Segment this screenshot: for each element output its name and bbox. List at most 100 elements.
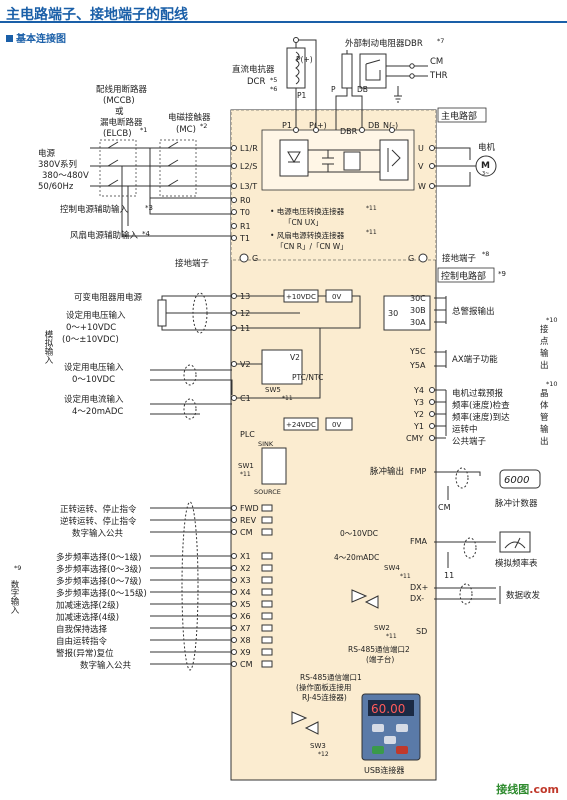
t0-terminal <box>231 209 237 215</box>
analog-shield-1 <box>192 292 208 334</box>
multi-label-1: 多步频率选择(0～1级) <box>56 552 141 563</box>
transistor-out-1: 晶 <box>540 389 549 399</box>
alarm-out-label: 总警报输出 <box>452 306 495 317</box>
r0-terminal <box>231 197 237 203</box>
ground-right-icon <box>418 253 428 263</box>
main-circuit-label: 主电路部 <box>441 110 477 122</box>
pot-power-label: 可变电阻器用电源 <box>74 292 143 303</box>
dbr-ground-icon <box>394 95 402 103</box>
term-x1-b-optocoupler <box>261 552 273 560</box>
term-y5c: Y5C <box>409 347 426 356</box>
sw4-label: SW4 <box>384 564 400 572</box>
digital-shield <box>181 501 199 671</box>
v10-label: +10VDC <box>286 293 316 301</box>
dbr-thermal <box>359 53 387 89</box>
term-x8-b: X8 <box>240 636 251 645</box>
rs485-1-sub2: RJ-45连接器) <box>302 692 347 702</box>
term-30c: 30C <box>410 294 426 303</box>
breaker-label-4: 漏电断路器 <box>100 117 143 128</box>
power-label-1: 电源 <box>38 148 56 159</box>
term-x7-b-optocoupler <box>261 624 273 632</box>
term-r0: R0 <box>240 196 251 205</box>
y5-lines <box>434 350 447 368</box>
y-desc-3: 频率(速度)到达 <box>452 412 510 423</box>
n-terminal <box>389 127 395 133</box>
multi-label-6: 加减速选择(4级) <box>56 612 119 623</box>
cm-label-a: 数字输入公共 <box>72 528 124 539</box>
dbr-cm-terminal <box>409 63 415 69</box>
term-cmy: CMY <box>406 434 423 443</box>
term-fwd-a-optocoupler <box>261 504 273 512</box>
l3-terminal <box>231 183 237 189</box>
switch-conn-note-2: *11 <box>366 229 377 236</box>
pplus-terminal <box>313 127 319 133</box>
dcr-wiring <box>295 39 317 130</box>
term-x8-b-terminal <box>231 637 237 643</box>
term-cm-b: CM <box>240 660 253 669</box>
v-terminal <box>429 163 435 169</box>
relay-30-box <box>383 295 431 331</box>
term-rev-a: REV <box>240 516 257 525</box>
transistor-out-3: 管 <box>540 412 549 423</box>
term-x7-b-terminal <box>231 625 237 631</box>
analog-shield-2 <box>183 364 197 386</box>
keypad-button-3 <box>384 736 396 744</box>
v-input1-b: 0～+10VDC <box>66 323 116 333</box>
term-y2-terminal <box>429 411 435 417</box>
analog-meter-needle <box>504 537 526 549</box>
rs485-2-sub: (端子台) <box>366 654 394 664</box>
contactor-note: *2 <box>200 122 207 130</box>
fan-aux-note: *4 <box>142 230 151 238</box>
input-lines <box>90 141 232 237</box>
y-desc-2: 频率(速度)检查 <box>452 400 510 411</box>
sw5-v2: V2 <box>290 353 300 362</box>
usb-label: USB连接器 <box>364 765 404 775</box>
v2-terminal <box>231 361 237 367</box>
term-x7-b: X7 <box>240 624 251 633</box>
v24-box <box>283 417 319 431</box>
term-y5a: Y5A <box>409 361 426 370</box>
contact-note: *10 <box>546 316 558 324</box>
multi-label-2: 多步频率选择(0～3级) <box>56 564 141 575</box>
dbr-wiring <box>335 50 410 130</box>
igbt-icon <box>387 148 401 172</box>
dx-lines <box>434 587 496 600</box>
contactor-label-2: (MC) <box>176 125 196 135</box>
square-bullet-icon <box>6 35 13 42</box>
ctrl-aux-label: 控制电源辅助输入 <box>60 204 129 215</box>
sw5-box <box>261 349 303 385</box>
dcr-p1: P1 <box>297 91 307 100</box>
term-t1: T1 <box>239 234 250 243</box>
dcr-pplus: P(+) <box>296 55 313 64</box>
term-x3-b-terminal <box>231 577 237 583</box>
control-circuit-note: *9 <box>498 270 506 278</box>
sw5-ptc: PTC/NTC <box>292 373 323 382</box>
term-fwd-a: FWD <box>240 504 259 513</box>
fma-lines <box>434 541 496 568</box>
term-y2: Y2 <box>413 410 424 419</box>
breaker-dashed-box <box>99 139 137 197</box>
sw5-label: SW5 <box>265 386 281 394</box>
term-l2: L2/S <box>240 162 257 171</box>
term-r1: R1 <box>240 222 251 231</box>
v0b-box <box>325 417 353 431</box>
pulse-counter <box>499 469 541 489</box>
watermark-right: .com <box>529 783 559 796</box>
relay-30: 30 <box>388 309 398 318</box>
page-subtitle: 基本连接图 <box>6 30 66 45</box>
contact-out-3: 输 <box>540 348 549 359</box>
output-lines <box>434 147 476 187</box>
term-cm-a: CM <box>240 528 253 537</box>
rs485-2-title: RS-485通信端口2 <box>348 644 410 654</box>
dbr-db: DB <box>357 85 368 94</box>
db-terminal <box>359 127 365 133</box>
keypad-display <box>368 700 414 716</box>
subtitle-text: 基本连接图 <box>16 34 66 45</box>
igbt-block <box>379 139 409 181</box>
l1-terminal <box>231 145 237 151</box>
title-underline <box>0 21 567 23</box>
term-x9-b: X9 <box>240 648 251 657</box>
fma-range-2: 4～20mADC <box>334 553 379 562</box>
term-db: DB <box>368 121 380 130</box>
